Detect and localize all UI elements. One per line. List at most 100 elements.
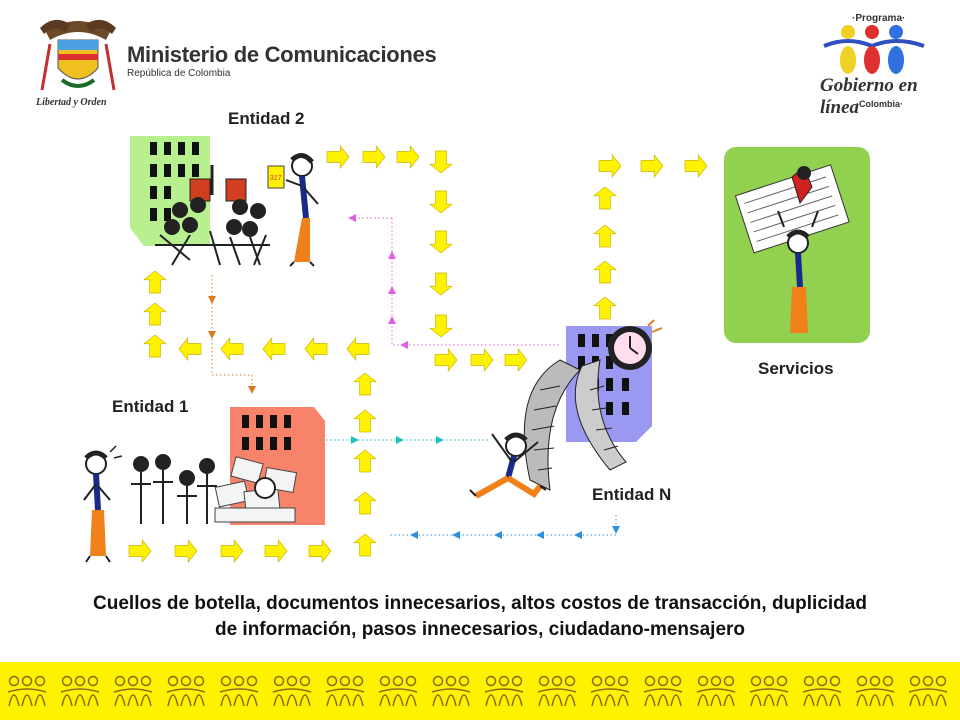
yellow-arrow-icon: [504, 348, 528, 372]
dotted-arrowhead-icon: [536, 531, 544, 539]
dotted-arrowhead-icon: [410, 531, 418, 539]
yellow-arrow-icon: [429, 314, 453, 338]
people-figure-icon: [484, 675, 524, 707]
dotted-arrowhead-icon: [612, 526, 620, 534]
yellow-arrow-icon: [593, 296, 617, 320]
yellow-arrow-icon: [178, 337, 202, 361]
yellow-arrow-icon: [353, 372, 377, 396]
yellow-arrow-icon: [262, 337, 286, 361]
dotted-arrowhead-icon: [208, 296, 216, 304]
worried-person-icon: [83, 445, 123, 563]
yellow-arrow-icon: [434, 348, 458, 372]
dotted-arrowhead-icon: [388, 286, 396, 294]
servicios-label: Servicios: [758, 359, 834, 378]
yellow-arrow-icon: [470, 348, 494, 372]
yellow-arrow-icon: [593, 186, 617, 210]
alarm-clock-icon: [608, 319, 663, 370]
dotted-arrowhead-icon: [452, 531, 460, 539]
people-figure-icon: [537, 675, 577, 707]
yellow-arrow-icon: [220, 337, 244, 361]
crowd-with-documents-icon: [131, 454, 298, 524]
yellow-arrow-icon: [429, 272, 453, 296]
yellow-arrow-icon: [598, 154, 622, 178]
servicios-panel-icon: [724, 147, 870, 343]
yellow-arrow-icon: [220, 539, 244, 563]
caption: Cuellos de botella, documentos innecesar…: [0, 591, 960, 643]
yellow-arrow-icon: [353, 533, 377, 557]
yellow-arrows-group: [128, 145, 708, 563]
dotted-arrowhead-icon: [436, 436, 444, 444]
dotted-arrowhead-icon: [574, 531, 582, 539]
dotted-arrowhead-icon: [248, 386, 256, 394]
dotted-arrowhead-icon: [494, 531, 502, 539]
yellow-arrow-icon: [128, 539, 152, 563]
worried-person-with-clock-icon: 317: [267, 153, 319, 267]
people-pattern-icon: [7, 675, 948, 707]
dotted-connector-lines: [211, 217, 617, 536]
people-figure-icon: [431, 675, 471, 707]
yellow-arrow-icon: [362, 145, 386, 169]
entidad1-label: Entidad 1: [112, 397, 189, 416]
dotted-arrowheads-group: [208, 214, 620, 539]
program-name: Gobierno en línea: [820, 75, 918, 118]
motto: Libertad y Orden: [36, 97, 107, 108]
yellow-arrow-icon: [429, 190, 453, 214]
dotted-arrowhead-icon: [388, 316, 396, 324]
yellow-arrow-icon: [174, 539, 198, 563]
people-figure-icon: [696, 675, 736, 707]
gobierno-en-linea-logo-icon: [823, 25, 925, 74]
people-figure-icon: [643, 675, 683, 707]
ministry-title: Ministerio de Comunicaciones: [127, 42, 437, 67]
paper-avalanche-icon: [523, 359, 627, 491]
entidadN-label: Entidad N: [592, 485, 672, 504]
dotted-arrowhead-icon: [351, 436, 359, 444]
colombia-coat-of-arms-icon: [40, 19, 116, 91]
caption-line-2: de información, pasos innecesarios, ciud…: [214, 619, 746, 640]
yellow-arrow-icon: [684, 154, 708, 178]
yellow-arrow-icon: [593, 224, 617, 248]
yellow-arrow-icon: [346, 337, 370, 361]
people-figure-icon: [802, 675, 842, 707]
yellow-arrow-icon: [264, 539, 288, 563]
office-workers-group-icon: [155, 165, 270, 266]
people-figure-icon: [272, 675, 312, 707]
clock-number: 317: [270, 175, 282, 182]
yellow-arrow-icon: [429, 150, 453, 174]
running-person-icon: [469, 432, 547, 499]
people-figure-icon: [855, 675, 895, 707]
yellow-arrow-icon: [353, 491, 377, 515]
yellow-arrow-icon: [640, 154, 664, 178]
entidad2-label: Entidad 2: [228, 109, 305, 128]
yellow-arrow-icon: [143, 270, 167, 294]
dotted-line-orange-1: [211, 275, 253, 395]
yellow-arrow-icon: [353, 409, 377, 433]
yellow-arrow-icon: [593, 260, 617, 284]
dotted-arrowhead-icon: [348, 214, 356, 222]
yellow-arrow-icon: [308, 539, 332, 563]
people-figure-icon: [325, 675, 365, 707]
caption-line-1: Cuellos de botella, documentos innecesar…: [93, 593, 867, 614]
dotted-arrowhead-icon: [400, 341, 408, 349]
yellow-arrow-icon: [353, 449, 377, 473]
people-figure-icon: [60, 675, 100, 707]
yellow-arrow-icon: [326, 145, 350, 169]
yellow-arrow-icon: [429, 230, 453, 254]
people-figure-icon: [166, 675, 206, 707]
people-figure-icon: [7, 675, 47, 707]
people-figure-icon: [219, 675, 259, 707]
dotted-line-pink-1: [391, 218, 560, 346]
yellow-arrow-icon: [143, 334, 167, 358]
people-figure-icon: [908, 675, 948, 707]
dotted-arrowhead-icon: [208, 331, 216, 339]
yellow-arrow-icon: [143, 302, 167, 326]
dotted-line-blue: [388, 515, 617, 536]
program-top-label: ·Programa·: [852, 13, 906, 24]
people-figure-icon: [113, 675, 153, 707]
yellow-arrow-icon: [304, 337, 328, 361]
people-figure-icon: [749, 675, 789, 707]
people-figure-icon: [590, 675, 630, 707]
dotted-arrowhead-icon: [388, 251, 396, 259]
program-bottom-label: ·Colombia·: [856, 99, 903, 109]
ministry-subtitle: República de Colombia: [127, 68, 231, 79]
